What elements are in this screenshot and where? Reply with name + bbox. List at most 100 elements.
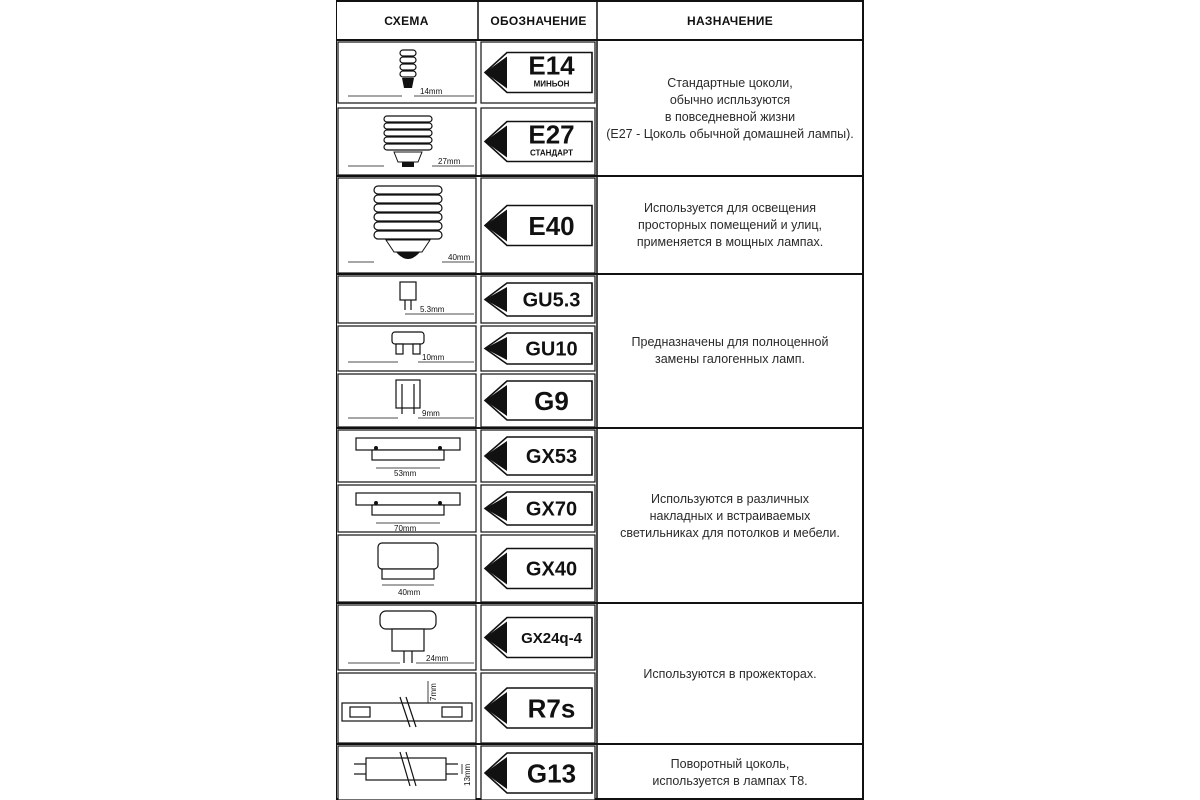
insulator [393, 151, 423, 163]
header-designation: ОБОЗНАЧЕНИЕ [490, 14, 587, 28]
designation-tag [483, 282, 593, 317]
pin [374, 501, 378, 505]
break-mark [405, 696, 417, 728]
thread [399, 56, 417, 64]
row-gu10: GU10 10mm [337, 325, 596, 372]
designation-tag [483, 687, 593, 729]
designation-tag [483, 752, 593, 794]
designation-tag [483, 547, 593, 590]
purpose-ceiling: Используются в различных накладных и вст… [620, 491, 840, 540]
purpose-standard: Стандартные цоколи, обычно испльзуются в… [606, 76, 854, 141]
break-mark [405, 751, 417, 787]
designation-code: GU5.3 [523, 290, 581, 312]
thread [383, 143, 433, 151]
base-ring [371, 449, 445, 461]
designation-code: GU10 [525, 339, 577, 361]
thread [373, 230, 443, 240]
dimension-label: 40mm [398, 588, 421, 597]
designation-arrow [485, 56, 507, 89]
dimension-label: 10mm [422, 353, 445, 362]
base-drawing: 13mm [354, 751, 472, 787]
thread [373, 185, 443, 195]
thread [399, 49, 417, 57]
body [377, 542, 439, 570]
base-drawing: 5.3mm [399, 281, 474, 315]
designation-arrow [485, 125, 507, 158]
pin [395, 343, 404, 355]
thread [373, 203, 443, 213]
header-purpose: НАЗНАЧЕНИЕ [687, 14, 773, 28]
dimension-label: 53mm [394, 469, 417, 478]
designation-arrow [485, 337, 507, 360]
designation-tag [483, 491, 593, 526]
designation-subtitle: МИНЬОН [534, 80, 570, 89]
designation-tag [483, 51, 593, 94]
table-grid: E14МИНЬОН14mmE27СТАНДАРТ27mmE4040mmGU5.3… [336, 0, 864, 800]
header-scheme: СХЕМА [384, 14, 429, 28]
designation-subtitle: СТАНДАРТ [530, 149, 573, 158]
designation-code: GX40 [526, 559, 577, 581]
designation-arrow [485, 385, 507, 416]
designation-arrow [485, 692, 507, 724]
base-ring [371, 504, 445, 516]
base-drawing: 53mm [355, 437, 461, 478]
end-cap [349, 706, 371, 718]
thread [383, 136, 433, 144]
tube [341, 702, 473, 722]
dimension-label: 14mm [420, 87, 443, 96]
row-gx70: GX70 70mm [337, 484, 596, 533]
pin [374, 446, 378, 450]
dimension-label: 7mm [429, 683, 438, 701]
designation-tag [483, 120, 593, 163]
row-gx53: GX53 53mm [337, 429, 596, 483]
thread [373, 194, 443, 204]
dimension-label: 5.3mm [420, 305, 445, 314]
designation-code: GX24q-4 [521, 630, 583, 647]
thread [373, 221, 443, 231]
designation-arrow [485, 496, 507, 521]
purpose-halogen: Предназначены для полноценной замены гал… [631, 335, 829, 366]
designation-arrow [485, 552, 507, 585]
designation-tag [483, 204, 593, 247]
dimension-label: 27mm [438, 157, 461, 166]
body [395, 379, 421, 409]
end-cap [441, 706, 463, 718]
base-drawing: 14mm [348, 49, 474, 97]
break-mark [399, 751, 411, 787]
disc [355, 437, 461, 451]
row-gx24q4: GX24q-4 24mm [337, 604, 596, 671]
row-gx40: GX40 40mm [337, 534, 596, 603]
body [399, 281, 417, 301]
designation-code: E40 [528, 211, 574, 241]
table-frame [336, 0, 864, 800]
designation-arrow [485, 441, 507, 471]
contact [402, 162, 414, 167]
pin [438, 501, 442, 505]
disc [355, 492, 461, 506]
row-gu53: GU5.3 5.3mm [337, 275, 596, 324]
designation-code: E14 [528, 51, 575, 81]
tube [365, 757, 447, 781]
scheme-cell [337, 325, 477, 372]
purpose-projector: Используются в прожекторах. [643, 666, 817, 681]
designation-arrow [485, 209, 507, 242]
designation-arrow [485, 287, 507, 312]
thread [383, 115, 433, 123]
body [379, 610, 437, 630]
designation-arrow [485, 757, 507, 789]
purpose-g13: Поворотный цоколь, используется в лампах… [652, 757, 808, 788]
base-drawing: 70mm [355, 492, 461, 533]
base-drawing: 40mm [377, 542, 439, 597]
insulator [385, 239, 431, 253]
base-drawing: 10mm [348, 331, 474, 363]
dimension-label: 24mm [426, 654, 449, 663]
designation-code: GX53 [526, 446, 577, 468]
designation-code: GX70 [526, 499, 577, 521]
body [391, 331, 425, 345]
